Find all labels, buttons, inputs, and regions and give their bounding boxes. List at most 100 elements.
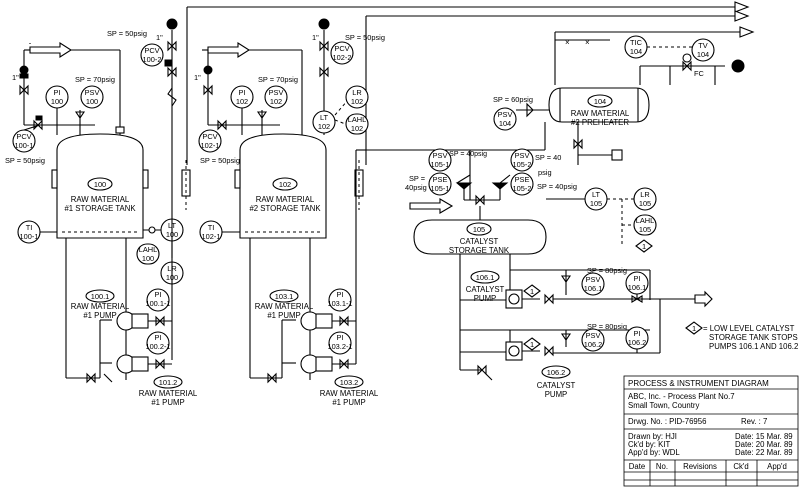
lahl-105-instrument xyxy=(633,214,657,236)
svg-text:106.1: 106.1 xyxy=(628,283,647,292)
svg-text:PSV: PSV xyxy=(269,88,284,97)
svg-text:100-2: 100-2 xyxy=(143,55,162,64)
title-block: PROCESS & INSTRUMENT DIAGRAM ABC, Inc. -… xyxy=(623,375,799,487)
svg-text:103.2: 103.2 xyxy=(340,378,359,387)
svg-text:102: 102 xyxy=(236,97,248,106)
svg-text:40psig: 40psig xyxy=(405,183,427,192)
svg-text:1": 1" xyxy=(312,33,319,42)
svg-text:SP = 50psig: SP = 50psig xyxy=(107,29,147,38)
svg-text:PSV: PSV xyxy=(433,151,448,160)
svg-text:PCV: PCV xyxy=(16,132,31,141)
svg-text:Small Town, Country: Small Town, Country xyxy=(628,401,699,410)
tank-102-section: 1" PCV 102-1 SP = 50psig PI 102 SP = 70p… xyxy=(194,18,470,407)
svg-text:104: 104 xyxy=(697,50,709,59)
svg-text:Revisions: Revisions xyxy=(683,462,717,471)
svg-text:Drwg. No. : PID-76956: Drwg. No. : PID-76956 xyxy=(628,417,706,426)
svg-text:102: 102 xyxy=(351,97,363,106)
svg-text:No.: No. xyxy=(656,462,668,471)
svg-text:102: 102 xyxy=(279,180,291,189)
psv-100-instrument xyxy=(80,85,104,109)
svg-text:PI: PI xyxy=(54,88,61,97)
svg-text:Drawn by: HJI: Drawn by: HJI xyxy=(628,432,677,441)
svg-text:102-1: 102-1 xyxy=(201,141,220,150)
svg-text:CATALYST: CATALYST xyxy=(466,285,505,294)
lahl-102-instrument xyxy=(345,113,369,135)
svg-text:PI: PI xyxy=(337,333,344,342)
pse-105-1-instrument xyxy=(428,172,452,196)
lahl-100-instrument xyxy=(136,243,160,265)
pcv-100-2-instrument xyxy=(140,43,164,67)
svg-text:#2 PREHEATER: #2 PREHEATER xyxy=(571,118,629,127)
svg-text:LR: LR xyxy=(352,88,361,97)
svg-text:psig: psig xyxy=(538,168,552,177)
svg-text:RAW MATERIAL: RAW MATERIAL xyxy=(139,389,198,398)
svg-text:1: 1 xyxy=(692,324,696,333)
svg-text:App'd: App'd xyxy=(767,462,787,471)
svg-text:RAW MATERIAL: RAW MATERIAL xyxy=(256,195,315,204)
svg-text:1": 1" xyxy=(156,33,163,42)
svg-text:104: 104 xyxy=(630,47,642,56)
svg-text:102-1: 102-1 xyxy=(202,232,221,241)
svg-text:STORAGE TANK STOPS: STORAGE TANK STOPS xyxy=(709,333,798,342)
feed-arrow-icon xyxy=(207,41,251,59)
svg-text:106.1: 106.1 xyxy=(584,284,603,293)
catalyst-tank-105-vessel xyxy=(413,219,547,255)
catalyst-pumps-section: 106.1 CATALYST PUMP 1 SP = 80psig PSV 10… xyxy=(459,254,713,399)
svg-text:PSV: PSV xyxy=(85,88,100,97)
psv-105-2-instrument xyxy=(510,148,534,172)
svg-text:PSV: PSV xyxy=(586,275,601,284)
feed-arrow-icon xyxy=(29,41,73,59)
tv-104-instrument xyxy=(691,38,715,62)
svg-text:#1 STORAGE TANK: #1 STORAGE TANK xyxy=(64,204,136,213)
svg-text:Date: 22 Mar. 89: Date: 22 Mar. 89 xyxy=(735,448,793,457)
svg-text:PI: PI xyxy=(634,329,641,338)
svg-text:×: × xyxy=(565,38,570,47)
svg-text:PI: PI xyxy=(155,290,162,299)
svg-text:105: 105 xyxy=(473,225,485,234)
svg-text:SP = 80psig: SP = 80psig xyxy=(587,266,627,275)
pi-100-1-1-instrument xyxy=(146,288,170,312)
svg-text:Rev. : 7: Rev. : 7 xyxy=(741,417,767,426)
svg-text:1: 1 xyxy=(530,287,534,296)
svg-text:TI: TI xyxy=(26,223,33,232)
svg-text:100: 100 xyxy=(51,97,63,106)
svg-text:Date: 20 Mar. 89: Date: 20 Mar. 89 xyxy=(735,440,793,449)
svg-text:RAW MATERIAL: RAW MATERIAL xyxy=(255,302,314,311)
psv-106-1-instrument xyxy=(581,272,605,296)
svg-text:PSE: PSE xyxy=(515,175,530,184)
svg-text:1": 1" xyxy=(12,73,19,82)
psv-105-1-instrument xyxy=(428,148,452,172)
svg-text:102: 102 xyxy=(318,122,330,131)
pi-103-1-1-instrument xyxy=(328,288,352,312)
pse-105-2-instrument xyxy=(510,172,534,196)
svg-text:102-2: 102-2 xyxy=(333,53,352,62)
svg-text:100: 100 xyxy=(86,97,98,106)
svg-text:LAHL: LAHL xyxy=(348,115,367,124)
svg-text:CATALYST: CATALYST xyxy=(537,381,576,390)
svg-text:Ck'd by: KIT: Ck'd by: KIT xyxy=(628,440,670,449)
title-heading: PROCESS & INSTRUMENT DIAGRAM xyxy=(628,379,769,388)
svg-text:LAHL: LAHL xyxy=(636,216,655,225)
svg-text:PCV: PCV xyxy=(144,46,159,55)
pcv-100-1-instrument xyxy=(12,129,36,153)
svg-text:106.2: 106.2 xyxy=(628,338,647,347)
svg-text:Ck'd: Ck'd xyxy=(733,462,748,471)
steam-source-icon xyxy=(731,59,745,73)
svg-text:PUMP: PUMP xyxy=(474,294,497,303)
pcv-102-2-instrument xyxy=(330,41,354,65)
svg-text:SP =: SP = xyxy=(409,174,425,183)
svg-text:SP = 60psig: SP = 60psig xyxy=(493,95,533,104)
svg-text:PSV: PSV xyxy=(515,151,530,160)
svg-text:PCV: PCV xyxy=(334,44,349,53)
svg-text:SP = 40psig: SP = 40psig xyxy=(449,151,487,158)
svg-text:LT: LT xyxy=(320,113,329,122)
svg-text:SP = 80psig: SP = 80psig xyxy=(587,322,627,331)
interlock-note: 1 = LOW LEVEL CATALYST STORAGE TANK STOP… xyxy=(685,321,798,351)
svg-text:FC: FC xyxy=(694,69,705,78)
svg-text:105: 105 xyxy=(639,199,651,208)
svg-text:RAW MATERIAL: RAW MATERIAL xyxy=(320,389,379,398)
svg-text:= LOW LEVEL CATALYST: = LOW LEVEL CATALYST xyxy=(703,324,795,333)
svg-text:#2 STORAGE TANK: #2 STORAGE TANK xyxy=(249,204,321,213)
psv-102-instrument xyxy=(264,85,288,109)
svg-text:100.1: 100.1 xyxy=(91,292,110,301)
